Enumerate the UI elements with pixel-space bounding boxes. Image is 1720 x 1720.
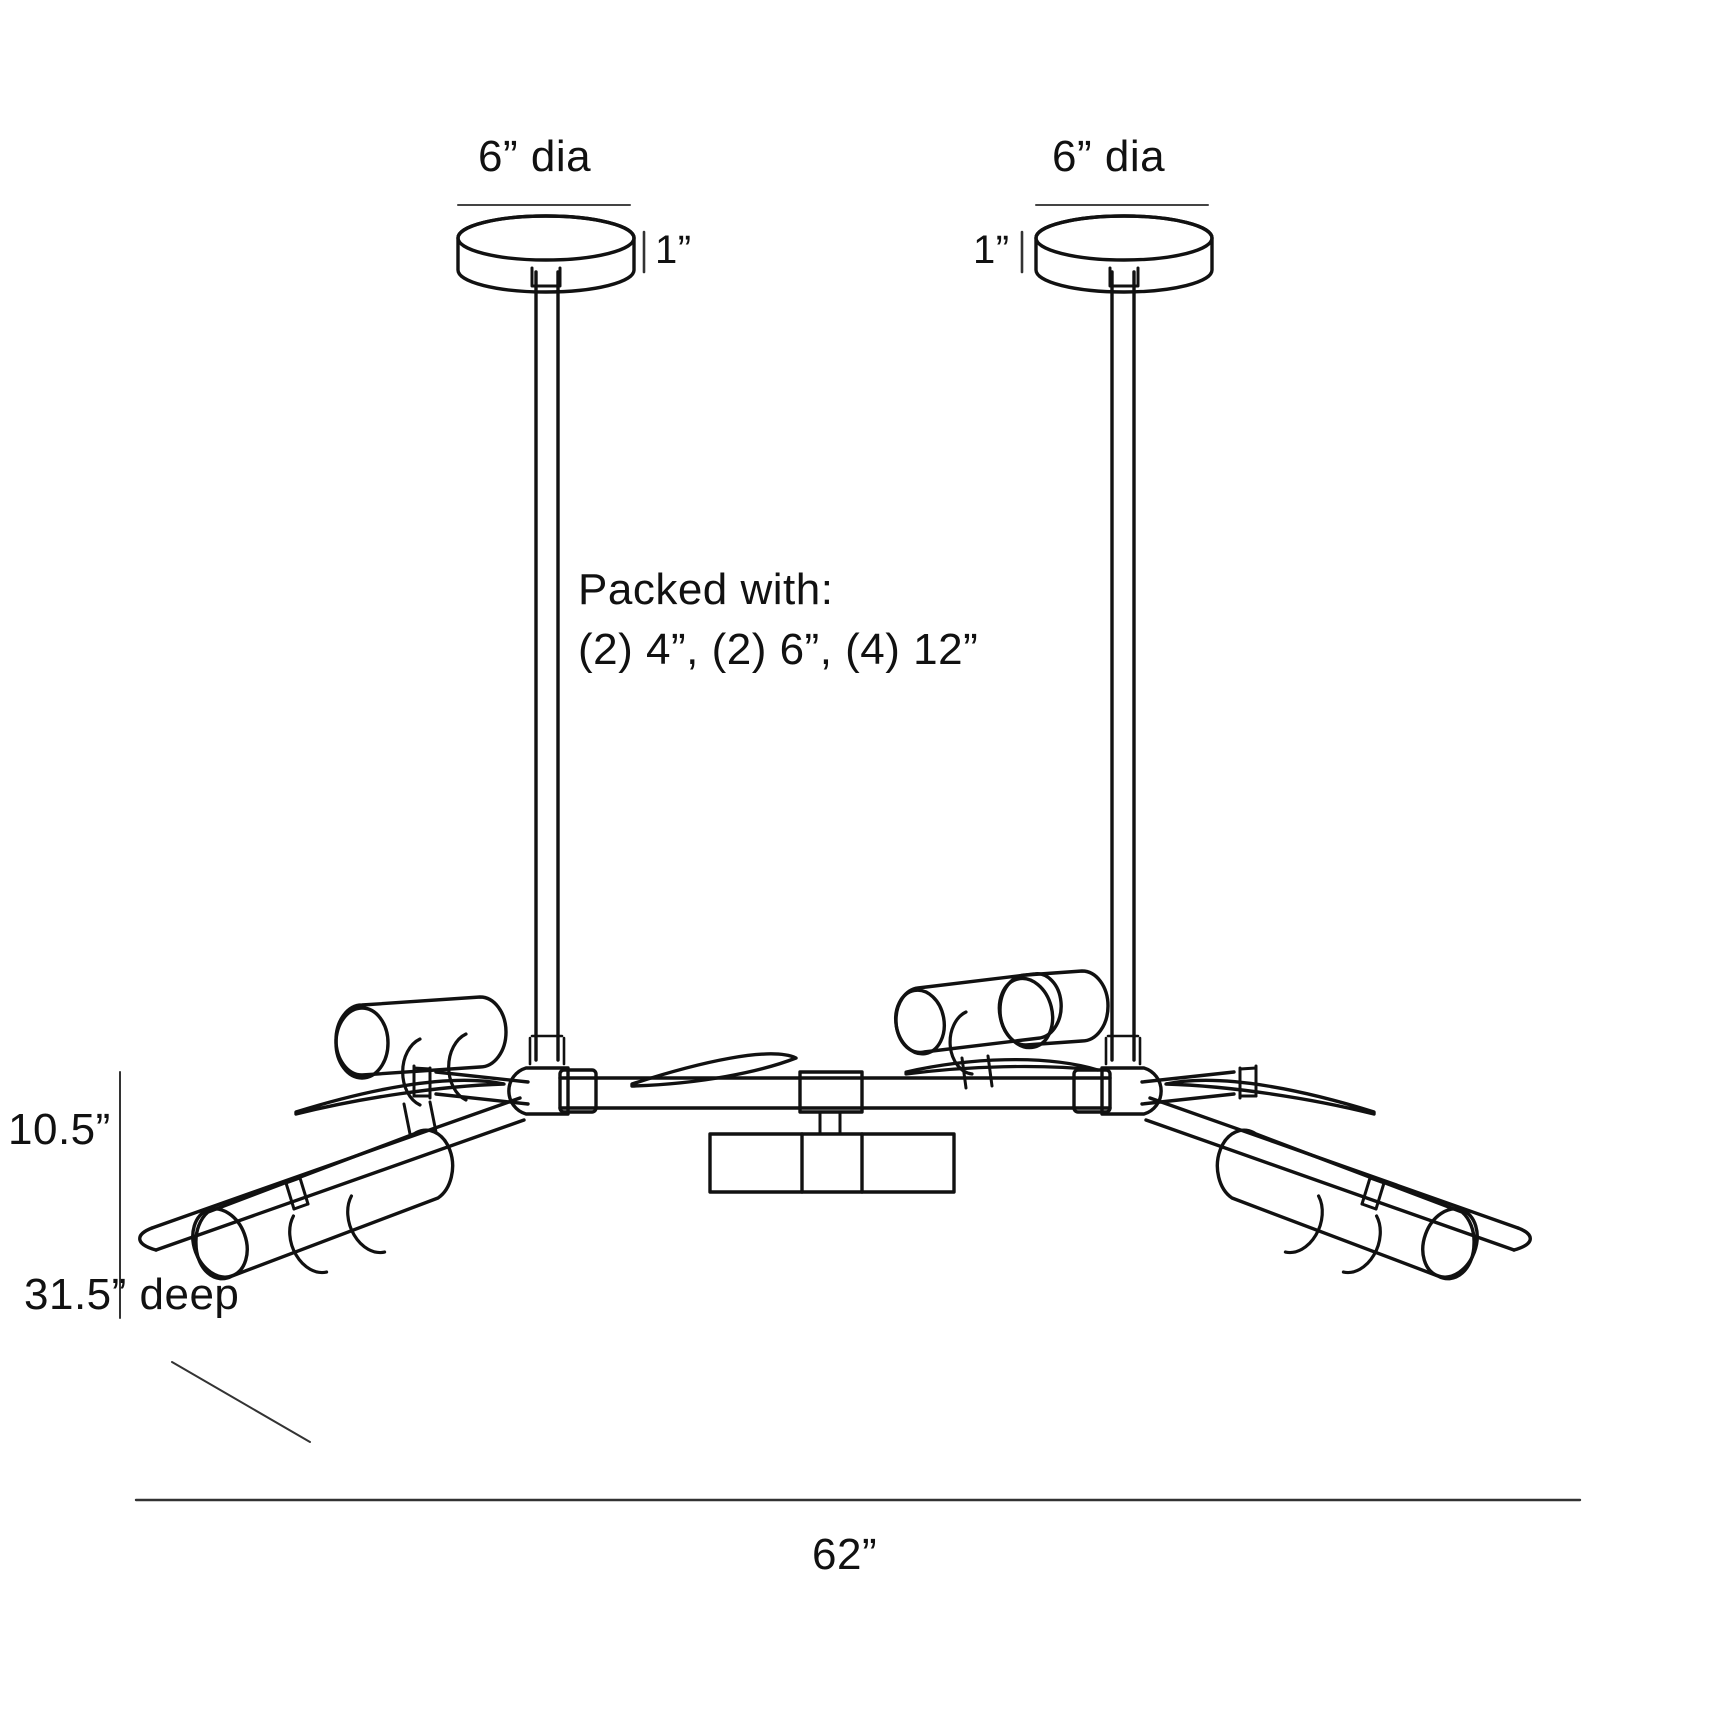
label-left-canopy-diameter: 6” dia — [478, 132, 592, 181]
center-light-shade — [708, 1132, 956, 1194]
label-left-canopy-thickness: 1” — [655, 228, 692, 272]
depth-dimension-line — [171, 1361, 311, 1443]
left-hub — [507, 1066, 598, 1116]
left-lower-arm-group — [138, 1096, 526, 1281]
right-upper-arm-group — [894, 969, 1376, 1116]
packed-with-title: Packed with: — [578, 565, 834, 614]
label-fixture-depth: 31.5” deep — [24, 1270, 240, 1319]
packed-with-note: Packed with: (2) 4”, (2) 6”, (4) 12” — [578, 560, 978, 680]
label-fixture-width: 62” — [812, 1530, 878, 1579]
label-right-canopy-thickness: 1” — [973, 228, 1010, 272]
label-right-canopy-diameter: 6” dia — [1052, 132, 1166, 181]
right-lower-arm-group — [1144, 1096, 1532, 1281]
right-canopy-group — [1020, 204, 1214, 294]
left-canopy-group — [456, 204, 646, 294]
center-blade — [630, 1052, 798, 1088]
left-upper-arm-group — [294, 995, 530, 1136]
label-fixture-height: 10.5” — [8, 1105, 111, 1154]
packed-with-items: (2) 4”, (2) 6”, (4) 12” — [578, 625, 979, 674]
right-stem — [1104, 270, 1142, 1066]
left-stem — [528, 270, 566, 1066]
